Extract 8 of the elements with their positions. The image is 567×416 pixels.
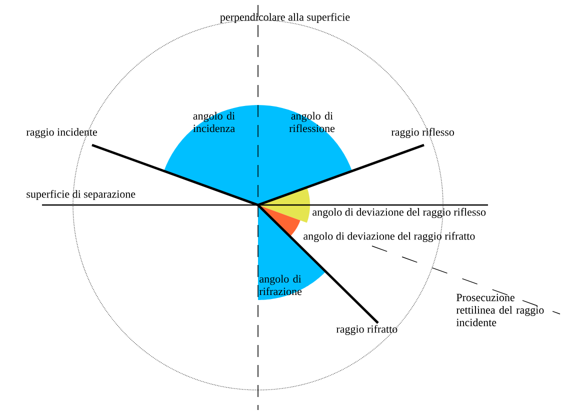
text-label: perpendicolare alla superficie (220, 12, 350, 24)
text-label: superficie di separazione (26, 190, 136, 200)
text-label: raggio rifratto (336, 324, 398, 336)
text-label: angolo di deviazione del raggio riflesso (312, 208, 486, 218)
text-label: raggio incidente (26, 128, 97, 138)
text-label: raggio riflesso (391, 128, 454, 138)
text-label: angolo di deviazione del raggio rifratto (304, 232, 475, 242)
text-label: Prosecuzione rettilinea del raggio incidente (456, 294, 544, 326)
